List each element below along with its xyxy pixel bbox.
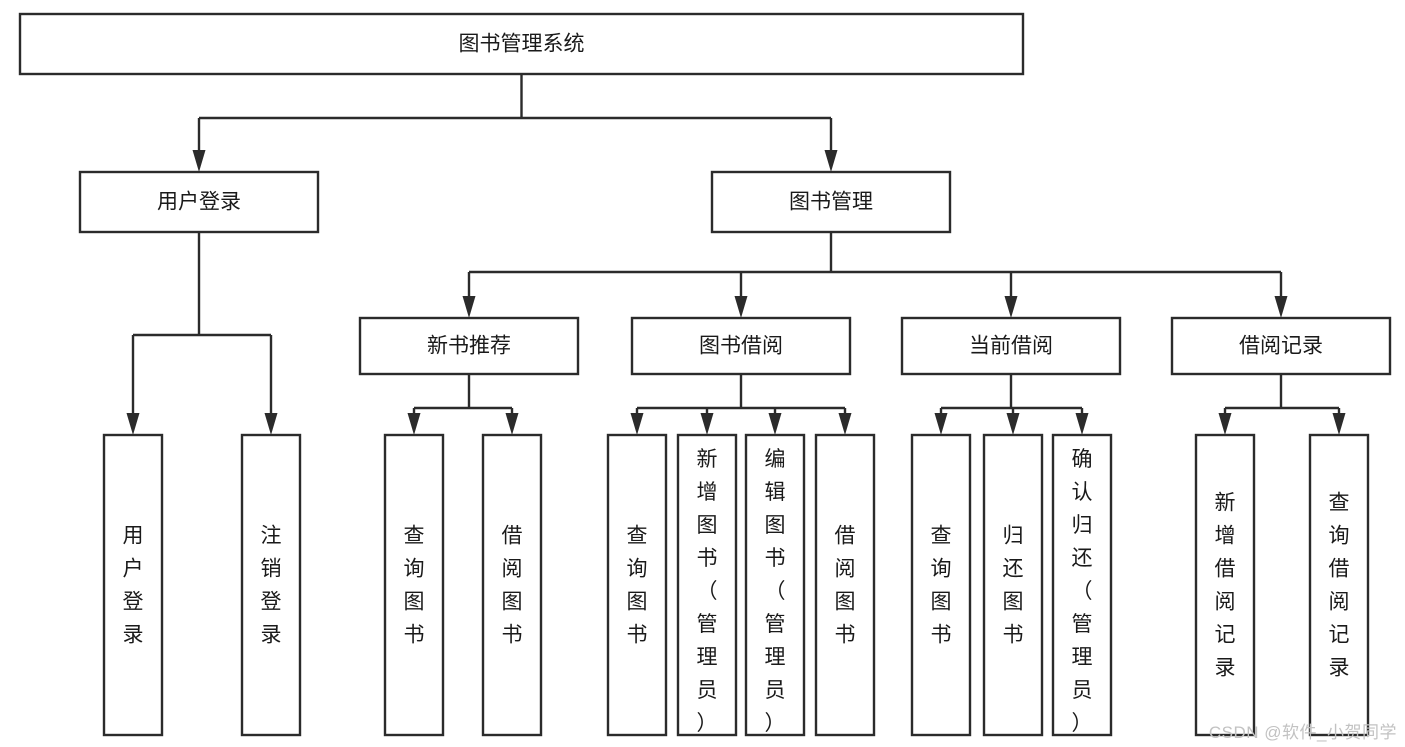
node-box-recommend-query-book <box>383 433 445 737</box>
edge-new-book-recommend-recommend-borrow-book-arrowhead <box>505 413 519 435</box>
edge-book-manage-borrow-record-arrowhead <box>1274 296 1288 318</box>
node-label-borrow-query-book: 查询图书 <box>627 524 648 646</box>
edge-current-borrow-current-confirm-return-arrowhead <box>1075 413 1089 435</box>
edge-book-borrow-borrow-query-book-arrowhead <box>630 413 644 435</box>
edge-root-book-manage-arrowhead <box>824 150 838 172</box>
node-box-current-confirm-return <box>1051 433 1113 737</box>
node-box-record-add <box>1194 433 1256 737</box>
node-current-confirm-return[interactable]: 确认归还（管理员） <box>1051 433 1113 737</box>
node-root[interactable]: 图书管理系统 <box>18 12 1025 76</box>
edge-book-borrow-borrow-add-book-arrowhead <box>700 413 714 435</box>
node-label-borrow-edit-book: 编辑图书（管理员） <box>765 448 786 735</box>
edge-book-manage-current-borrow-arrowhead <box>1004 296 1018 318</box>
node-label-current-query-book: 查询图书 <box>931 524 952 646</box>
node-box-borrow-edit-book <box>744 433 806 737</box>
node-new-book-recommend[interactable]: 新书推荐 <box>358 316 580 376</box>
node-user-login[interactable]: 用户登录 <box>78 170 320 234</box>
node-box-book-manage <box>710 170 952 234</box>
node-label-current-return-book: 归还图书 <box>1003 524 1024 646</box>
node-box-login <box>102 433 164 737</box>
edge-current-borrow-current-query-book-arrowhead <box>934 413 948 435</box>
edge-new-book-recommend-recommend-query-book-arrowhead <box>407 413 421 435</box>
node-record-query[interactable]: 查询借阅记录 <box>1308 433 1370 737</box>
node-label-borrow-borrow-book: 借阅图书 <box>835 524 856 646</box>
node-book-borrow[interactable]: 图书借阅 <box>630 316 852 376</box>
node-box-recommend-borrow-book <box>481 433 543 737</box>
node-current-borrow[interactable]: 当前借阅 <box>900 316 1122 376</box>
node-current-return-book[interactable]: 归还图书 <box>982 433 1044 737</box>
node-book-manage[interactable]: 图书管理 <box>710 170 952 234</box>
edge-user-login-login-arrowhead <box>126 413 140 435</box>
node-recommend-query-book[interactable]: 查询图书 <box>383 433 445 737</box>
edge-book-borrow-borrow-edit-book-arrowhead <box>768 413 782 435</box>
node-box-current-query-book <box>910 433 972 737</box>
node-borrow-edit-book[interactable]: 编辑图书（管理员） <box>744 433 806 737</box>
connector-layer <box>126 74 1346 435</box>
node-box-borrow-record <box>1170 316 1392 376</box>
node-label-book-manage: 图书管理 <box>789 191 873 214</box>
edge-borrow-record-record-add-arrowhead <box>1218 413 1232 435</box>
node-logout[interactable]: 注销登录 <box>240 433 302 737</box>
node-layer: 图书管理系统用户登录用户登录注销登录图书管理新书推荐查询图书借阅图书图书借阅查询… <box>18 12 1392 737</box>
edge-current-borrow-current-return-book-arrowhead <box>1006 413 1020 435</box>
csdn-watermark: CSDN @软件_小贺同学 <box>1208 723 1397 742</box>
node-label-current-borrow: 当前借阅 <box>969 335 1053 358</box>
edge-book-borrow-borrow-borrow-book-arrowhead <box>838 413 852 435</box>
node-borrow-query-book[interactable]: 查询图书 <box>606 433 668 737</box>
edge-book-manage-new-book-recommend-arrowhead <box>462 296 476 318</box>
node-label-new-book-recommend: 新书推荐 <box>427 335 511 358</box>
node-label-logout: 注销登录 <box>261 524 282 646</box>
node-box-root <box>18 12 1025 76</box>
node-box-borrow-add-book <box>676 433 738 737</box>
node-box-current-borrow <box>900 316 1122 376</box>
edge-book-manage-book-borrow-arrowhead <box>734 296 748 318</box>
node-label-book-borrow: 图书借阅 <box>699 335 783 358</box>
edge-user-login-logout-arrowhead <box>264 413 278 435</box>
node-label-record-query: 查询借阅记录 <box>1329 491 1350 679</box>
edge-root-user-login-arrowhead <box>192 150 206 172</box>
node-record-add[interactable]: 新增借阅记录 <box>1194 433 1256 737</box>
node-box-user-login <box>78 170 320 234</box>
node-label-user-login: 用户登录 <box>157 191 241 214</box>
node-label-current-confirm-return: 确认归还（管理员） <box>1072 448 1093 735</box>
node-box-logout <box>240 433 302 737</box>
node-borrow-add-book[interactable]: 新增图书（管理员） <box>676 433 738 737</box>
node-label-record-add: 新增借阅记录 <box>1215 491 1236 679</box>
node-recommend-borrow-book[interactable]: 借阅图书 <box>481 433 543 737</box>
node-label-root: 图书管理系统 <box>459 33 585 56</box>
node-box-current-return-book <box>982 433 1044 737</box>
node-label-recommend-query-book: 查询图书 <box>404 524 425 646</box>
node-box-borrow-query-book <box>606 433 668 737</box>
node-box-book-borrow <box>630 316 852 376</box>
node-label-login: 用户登录 <box>123 524 144 646</box>
node-label-borrow-record: 借阅记录 <box>1239 335 1323 358</box>
edge-borrow-record-record-query-arrowhead <box>1332 413 1346 435</box>
node-login[interactable]: 用户登录 <box>102 433 164 737</box>
node-borrow-borrow-book[interactable]: 借阅图书 <box>814 433 876 737</box>
node-box-record-query <box>1308 433 1370 737</box>
node-label-borrow-add-book: 新增图书（管理员） <box>697 448 718 735</box>
node-box-borrow-borrow-book <box>814 433 876 737</box>
node-box-new-book-recommend <box>358 316 580 376</box>
node-label-recommend-borrow-book: 借阅图书 <box>502 524 523 646</box>
node-current-query-book[interactable]: 查询图书 <box>910 433 972 737</box>
node-borrow-record[interactable]: 借阅记录 <box>1170 316 1392 376</box>
